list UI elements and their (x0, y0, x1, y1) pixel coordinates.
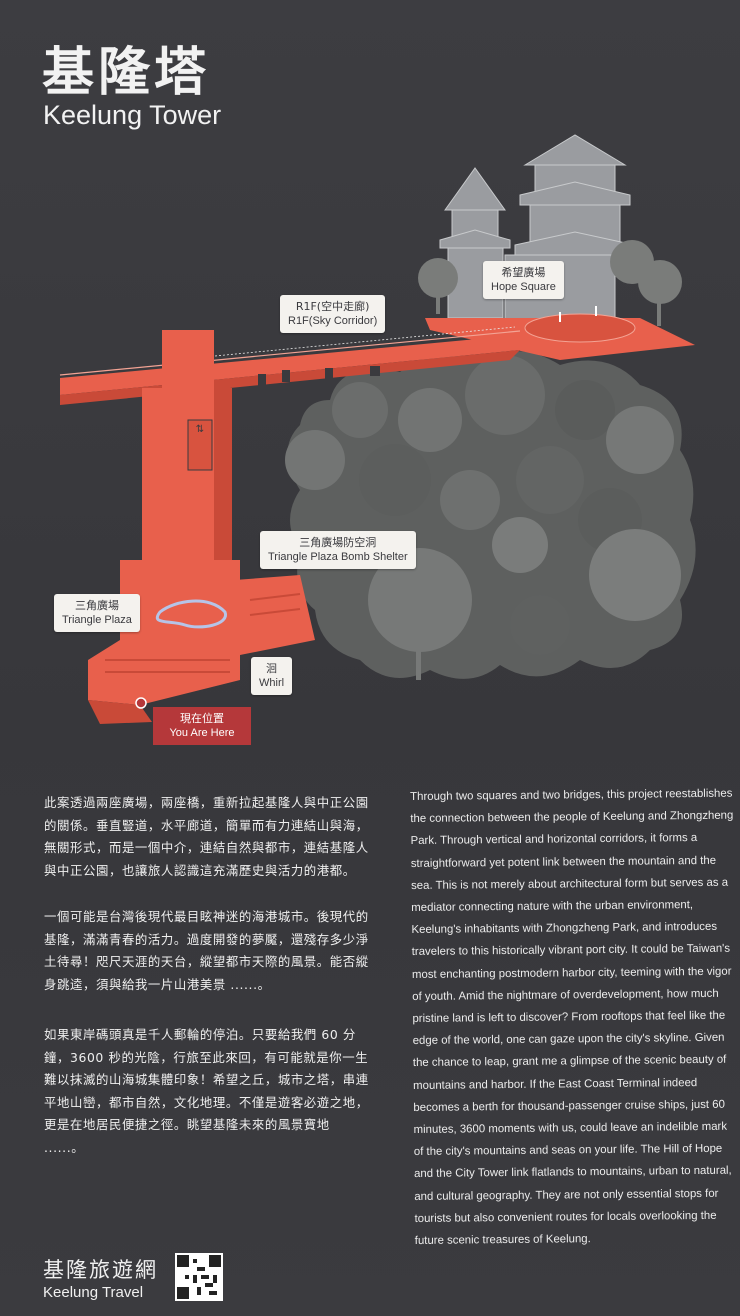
svg-text:⇅: ⇅ (196, 424, 204, 435)
callout-triangle-plaza: 三角廣場 Triangle Plaza (54, 594, 140, 632)
triangle-plaza-base (88, 560, 315, 724)
callout-whirl-zh: 洄 (266, 662, 278, 675)
callout-r1f-en: R1F(Sky Corridor) (288, 315, 378, 327)
callout-r1f-zh: R1F(空中走廊) (295, 300, 370, 313)
you-are-here-badge: 現在位置 You Are Here (153, 707, 251, 745)
tower-shaft: ⇅ (142, 330, 232, 573)
callout-triangle-plaza-en: Triangle Plaza (62, 614, 132, 626)
callout-r1f: R1F(空中走廊) R1F(Sky Corridor) (280, 295, 386, 333)
trees-top (418, 240, 682, 326)
zh-paragraph-2: 一個可能是台灣後現代最目眩神迷的海港城市。後現代的基隆，滿滿青春的活力。過度開發… (44, 909, 369, 992)
page-title-zh: 基隆塔 (42, 43, 211, 103)
callout-triangle-plaza-zh: 三角廣場 (74, 599, 119, 612)
footer-brand-zh: 基隆旅遊網 (43, 1258, 158, 1282)
callout-whirl-en: Whirl (259, 677, 285, 689)
callout-hope-square-zh: 希望廣場 (501, 266, 546, 279)
footer-brand-en: Keelung Travel (43, 1284, 144, 1301)
you-are-here-zh: 現在位置 (180, 712, 224, 725)
callout-bomb-shelter-en: Triangle Plaza Bomb Shelter (268, 551, 408, 563)
callout-hope-square: 希望廣場 Hope Square (483, 261, 564, 299)
qr-code[interactable] (175, 1253, 223, 1301)
en-paragraph: Through two squares and two bridges, thi… (410, 787, 734, 1248)
hope-square-platform (425, 306, 695, 360)
zh-paragraph-3: 如果東岸碼頭真是千人郵輪的停泊。只要給我們 60 分鐘，3600 秒的光陰，行旅… (44, 1027, 369, 1155)
callout-bomb-shelter: 三角廣場防空洞 Triangle Plaza Bomb Shelter (260, 531, 416, 569)
callout-bomb-shelter-zh: 三角廣場防空洞 (299, 536, 377, 549)
callout-whirl: 洄 Whirl (251, 657, 293, 695)
tower-illustration: ⇅ (59, 134, 696, 724)
location-pin-icon (135, 697, 147, 709)
page-title-en: Keelung Tower (43, 100, 222, 130)
callout-hope-square-en: Hope Square (491, 281, 556, 293)
tree-canopy (285, 351, 696, 680)
you-are-here-en: You Are Here (169, 727, 235, 739)
zh-paragraph-1: 此案透過兩座廣場，兩座橋，重新拉起基隆人與中正公園的關係。垂直豎道，水平廊道，簡… (44, 795, 369, 878)
